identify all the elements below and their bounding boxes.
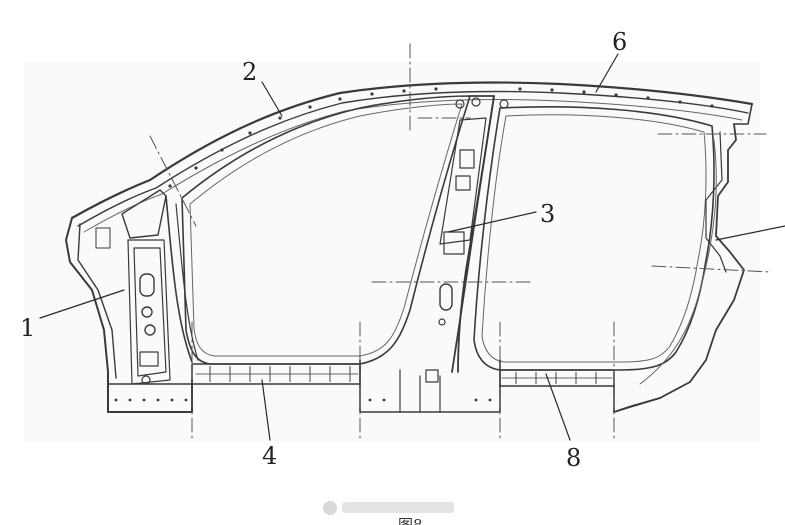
callout-4: 4 [262,442,277,470]
spot-weld-dots [114,87,714,402]
callout-1: 1 [20,314,35,342]
leader-lines [39,53,785,441]
callout-3: 3 [540,200,555,228]
sill-ribs [209,366,597,384]
b-pillar [438,95,509,373]
watermark [323,501,454,515]
rear-quarter [613,123,745,413]
figure-caption: 图8 [398,516,423,525]
centerlines [149,43,771,441]
callout-6: 6 [612,28,627,56]
rear-door-opening [473,106,715,371]
callout-8: 8 [566,444,581,472]
callout-2: 2 [242,58,257,86]
scan-background [24,62,760,442]
